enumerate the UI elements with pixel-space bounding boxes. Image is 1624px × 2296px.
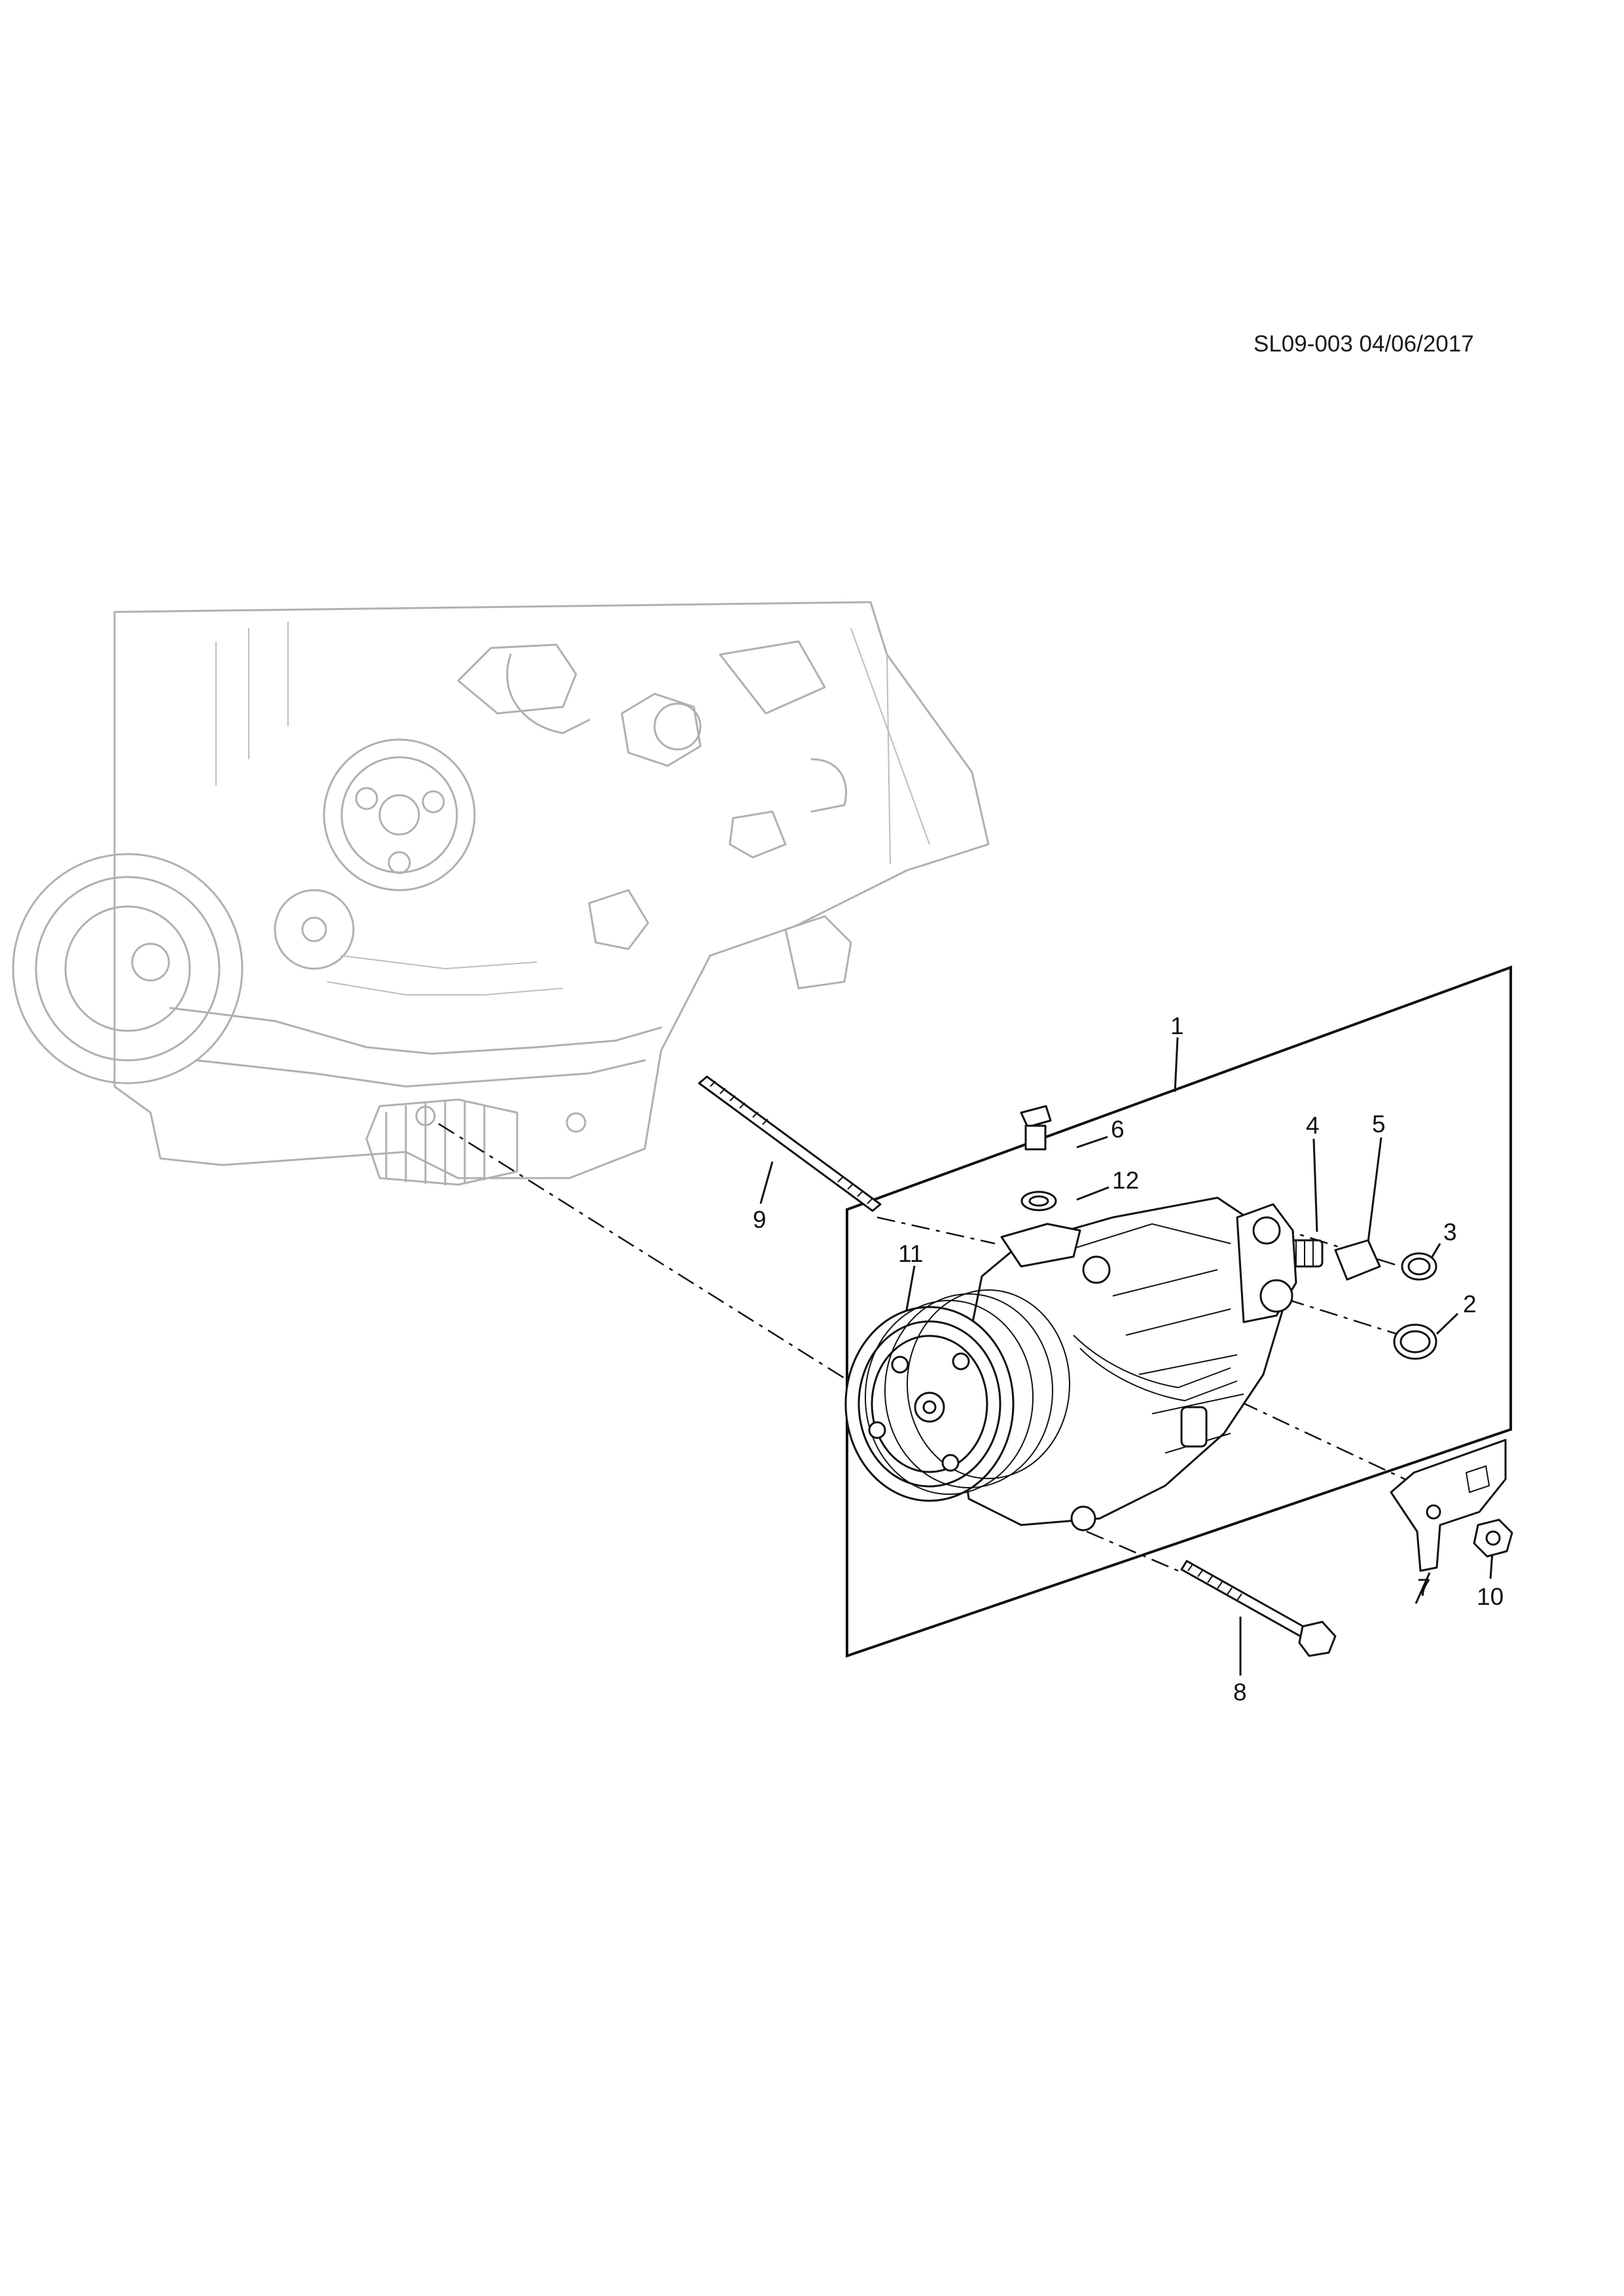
seal-ring-part-2 xyxy=(1393,1323,1437,1360)
stud-part-9 xyxy=(698,1075,882,1212)
clip-part-5 xyxy=(1334,1239,1381,1281)
callout-3: 3 xyxy=(1443,1219,1457,1246)
ac-compressor-part-11 xyxy=(844,1196,1297,1532)
bolt-part-8 xyxy=(1180,1560,1337,1657)
document-reference: SL09-003 04/06/2017 xyxy=(1254,331,1474,357)
nut-part-10 xyxy=(1473,1518,1513,1558)
plug-part-6 xyxy=(1020,1105,1052,1151)
callout-12: 12 xyxy=(1112,1167,1139,1194)
callout-11: 11 xyxy=(898,1240,923,1267)
callout-9: 9 xyxy=(753,1206,767,1233)
callout-1: 1 xyxy=(1170,1013,1184,1039)
callout-5: 5 xyxy=(1372,1111,1386,1138)
callout-10: 10 xyxy=(1477,1583,1504,1610)
callout-4: 4 xyxy=(1306,1112,1320,1139)
callout-2: 2 xyxy=(1463,1291,1477,1318)
callout-labels: 1 2 3 4 5 6 7 8 9 10 11 12 xyxy=(753,1013,1504,1706)
callout-8: 8 xyxy=(1233,1679,1247,1706)
compressor-assembly-frame xyxy=(846,965,1512,1658)
bracket-part-7 xyxy=(1390,1439,1507,1572)
seal-ring-part-3 xyxy=(1401,1252,1437,1281)
callout-7: 7 xyxy=(1417,1574,1431,1601)
washer-part-12 xyxy=(1020,1191,1057,1211)
engine-block-illustration xyxy=(12,601,990,1186)
callout-6: 6 xyxy=(1111,1116,1125,1143)
